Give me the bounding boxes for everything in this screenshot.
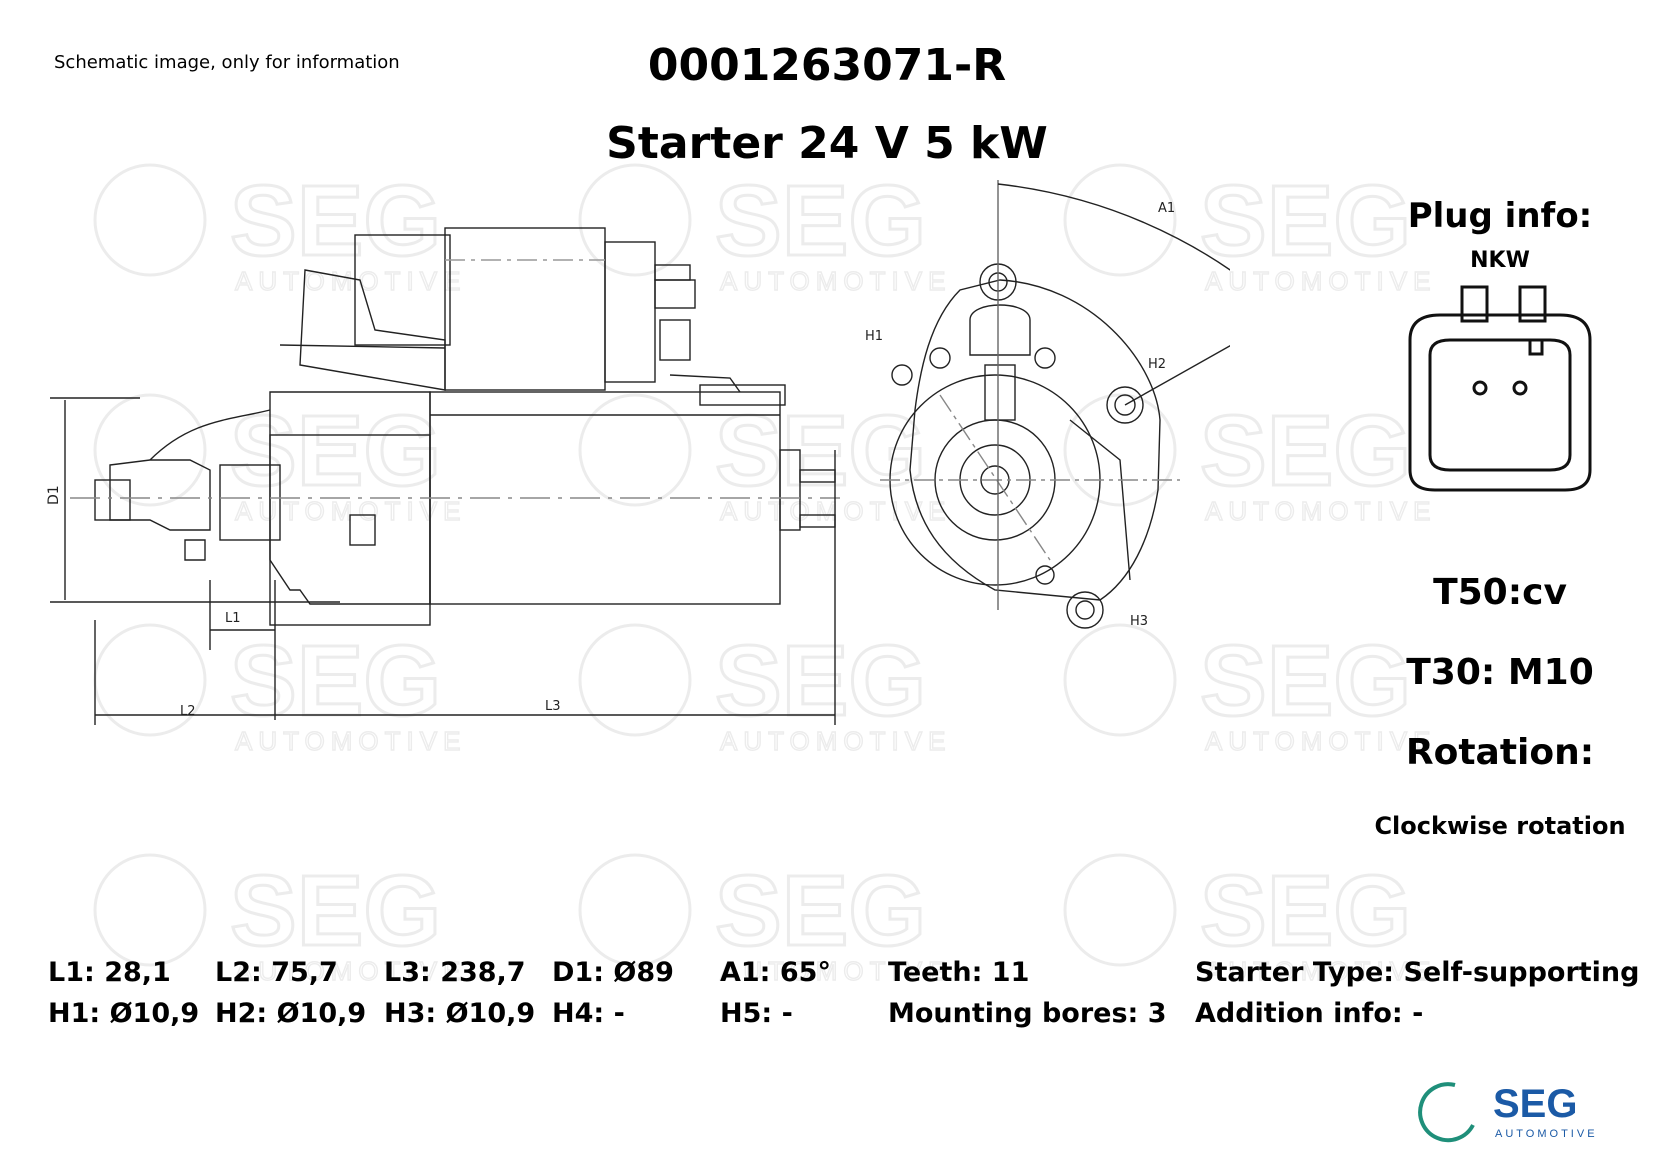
svg-text:SEG: SEG xyxy=(1493,1082,1577,1126)
end-view: A1 H1 H2 H3 xyxy=(865,180,1230,629)
svg-text:AUTOMOTIVE: AUTOMOTIVE xyxy=(1205,496,1436,526)
rotation-value: Clockwise rotation xyxy=(1374,812,1626,840)
disclaimer-text: Schematic image, only for information xyxy=(54,52,400,73)
plug-connector-icon xyxy=(1408,285,1592,492)
svg-text:AUTOMOTIVE: AUTOMOTIVE xyxy=(235,726,466,756)
spec-teeth: Teeth: 11 xyxy=(888,957,1030,988)
spec-d1: D1: Ø89 xyxy=(552,957,674,988)
dim-label-d1: D1 xyxy=(46,485,62,505)
svg-text:SEG: SEG xyxy=(230,395,441,507)
t50-terminal: T50:cv xyxy=(1433,572,1567,613)
svg-text:AUTOMOTIVE: AUTOMOTIVE xyxy=(1205,956,1436,986)
plug-type: NKW xyxy=(1470,248,1530,273)
svg-text:SEG: SEG xyxy=(1200,855,1411,967)
svg-text:AUTOMOTIVE: AUTOMOTIVE xyxy=(1205,266,1436,296)
spec-l1: L1: 28,1 xyxy=(48,957,171,988)
svg-text:AUTOMOTIVE: AUTOMOTIVE xyxy=(1495,1128,1598,1140)
svg-text:SEG: SEG xyxy=(715,855,926,967)
plug-info-title: Plug info: xyxy=(1407,196,1593,236)
svg-text:SEG: SEG xyxy=(1200,625,1411,737)
spec-h2: H2: Ø10,9 xyxy=(215,998,367,1029)
spec-l2: L2: 75,7 xyxy=(215,957,338,988)
dim-label-l1: L1 xyxy=(225,611,241,626)
dim-label-l2: L2 xyxy=(180,704,196,719)
dim-label-l3: L3 xyxy=(545,699,561,714)
svg-text:SEG: SEG xyxy=(715,165,926,277)
spec-l3: L3: 238,7 xyxy=(384,957,526,988)
svg-text:AUTOMOTIVE: AUTOMOTIVE xyxy=(720,496,951,526)
logo-ring-icon xyxy=(1418,1082,1475,1143)
spec-addition-info: Addition info: - xyxy=(1195,998,1424,1029)
spec-h1: H1: Ø10,9 xyxy=(48,998,200,1029)
spec-starter-type: Starter Type: Self-supporting xyxy=(1195,957,1640,988)
t30-terminal: T30: M10 xyxy=(1406,652,1594,693)
dim-label-h1: H1 xyxy=(865,329,883,344)
spec-h4: H4: - xyxy=(552,998,625,1029)
dim-label-a1: A1 xyxy=(1158,201,1175,216)
spec-h3: H3: Ø10,9 xyxy=(384,998,536,1029)
product-title: Starter 24 V 5 kW xyxy=(606,118,1048,169)
spec-mounting-bores: Mounting bores: 3 xyxy=(888,998,1167,1029)
svg-text:SEG: SEG xyxy=(715,395,926,507)
svg-text:AUTOMOTIVE: AUTOMOTIVE xyxy=(1205,726,1436,756)
svg-text:AUTOMOTIVE: AUTOMOTIVE xyxy=(235,266,466,296)
side-view: D1 L1 L2 L3 xyxy=(46,227,840,725)
spec-h5: H5: - xyxy=(720,998,793,1029)
svg-text:AUTOMOTIVE: AUTOMOTIVE xyxy=(720,726,951,756)
svg-text:SEG: SEG xyxy=(1200,395,1411,507)
dim-label-h2: H2 xyxy=(1148,357,1166,372)
svg-text:SEG: SEG xyxy=(230,855,441,967)
svg-text:SEG: SEG xyxy=(230,625,441,737)
spec-a1: A1: 65° xyxy=(720,957,831,988)
svg-text:AUTOMOTIVE: AUTOMOTIVE xyxy=(235,496,466,526)
svg-text:SEG: SEG xyxy=(715,625,926,737)
svg-text:SEG: SEG xyxy=(230,165,441,277)
dim-label-h3: H3 xyxy=(1130,614,1148,629)
part-number: 0001263071-R xyxy=(647,40,1007,91)
svg-text:AUTOMOTIVE: AUTOMOTIVE xyxy=(720,956,951,986)
svg-text:AUTOMOTIVE: AUTOMOTIVE xyxy=(720,266,951,296)
svg-text:AUTOMOTIVE: AUTOMOTIVE xyxy=(235,956,466,986)
rotation-label: Rotation: xyxy=(1405,732,1595,773)
starter-drawing: D1 L1 L2 L3 A1 H1 H2 H3 xyxy=(46,180,1230,725)
svg-text:SEG: SEG xyxy=(1200,165,1411,277)
seg-automotive-logo: SEG AUTOMOTIVE xyxy=(1418,1082,1598,1143)
